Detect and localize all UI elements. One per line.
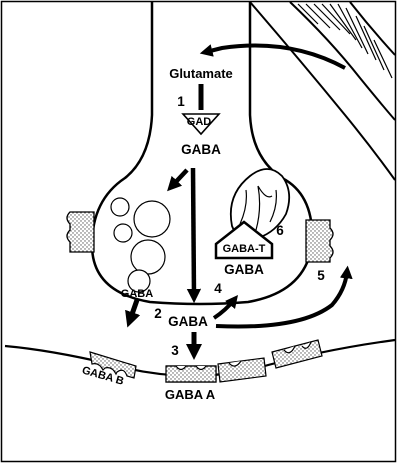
step-6-number: 6 (276, 223, 284, 238)
step-2-number: 2 (154, 306, 162, 321)
glutamate-label: Glutamate (169, 66, 233, 81)
step-1-number: 1 (177, 94, 185, 109)
gad-label: GAD (187, 116, 212, 128)
step-5-number: 5 (317, 268, 325, 283)
gaba-a-receptor (166, 366, 216, 382)
gaba-t-label: GABA-T (223, 243, 266, 255)
gaba-a-label: GABA A (165, 387, 216, 402)
autoreceptor-left (67, 212, 94, 252)
gaba-synthesized-label: GABA (181, 142, 221, 157)
gaba-synaptic-label: GABA (168, 314, 208, 329)
step-3-number: 3 (171, 343, 179, 358)
autoreceptor-right (306, 220, 333, 262)
gaba-mito-label: GABA (224, 262, 264, 277)
gaba-vesicle-label: GABA (121, 288, 153, 300)
gaba-release-arrow (193, 168, 194, 296)
step-4-number: 4 (214, 281, 222, 296)
